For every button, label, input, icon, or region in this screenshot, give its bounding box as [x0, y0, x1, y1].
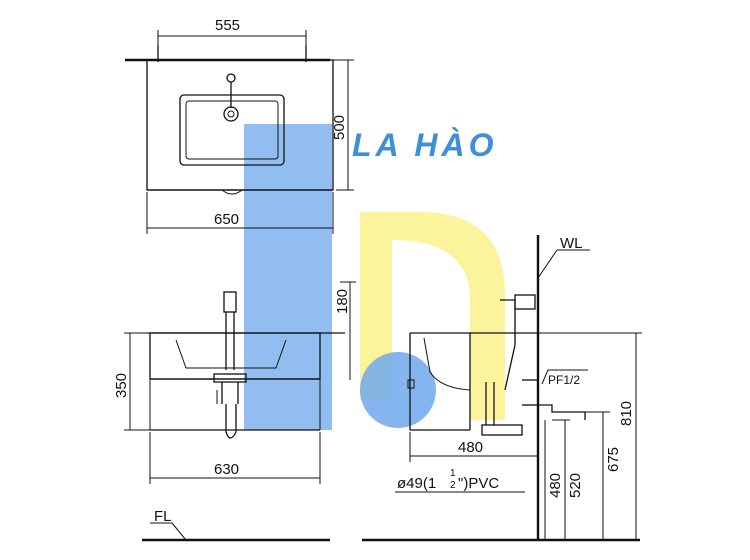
- drain-fraction-num: 1: [450, 468, 456, 479]
- drain-spec: ø49(1 1 2 ")PVC: [395, 468, 525, 493]
- drain-fraction-den: 2: [450, 480, 456, 491]
- dim-480-depth: 480: [458, 439, 483, 456]
- dim-480-drain: 480: [547, 473, 564, 498]
- drain-spec-tail: ")PVC: [458, 475, 499, 492]
- floor-line-label: FL: [154, 508, 172, 525]
- dim-520: 520: [567, 473, 584, 498]
- watermark-text: LA HÀO: [352, 127, 497, 163]
- side-view: WL PF1/2 480 ø49(1 1 2 ")PVC 480: [395, 235, 642, 540]
- dim-180: 180: [334, 289, 351, 314]
- wall-line-label: WL: [560, 235, 583, 252]
- drain-spec-label: ø49(1: [397, 475, 436, 492]
- dim-555: 555: [215, 17, 240, 34]
- floor-line: FL: [142, 508, 640, 542]
- watermark-blue-bar: [244, 124, 332, 430]
- dim-675: 675: [605, 447, 622, 472]
- watermark: LA HÀO: [244, 124, 505, 430]
- dim-350: 350: [113, 373, 130, 398]
- front-view: 180 350 630: [113, 281, 356, 484]
- dim-810: 810: [618, 401, 635, 426]
- watermark-yellow-arc: [360, 212, 505, 420]
- top-view: 555 650 500: [125, 17, 354, 234]
- dim-630: 630: [214, 461, 239, 478]
- dim-650: 650: [214, 211, 239, 228]
- supply-spec-label: PF1/2: [548, 373, 580, 387]
- watermark-blue-circle: [360, 352, 436, 428]
- dim-500: 500: [331, 115, 348, 140]
